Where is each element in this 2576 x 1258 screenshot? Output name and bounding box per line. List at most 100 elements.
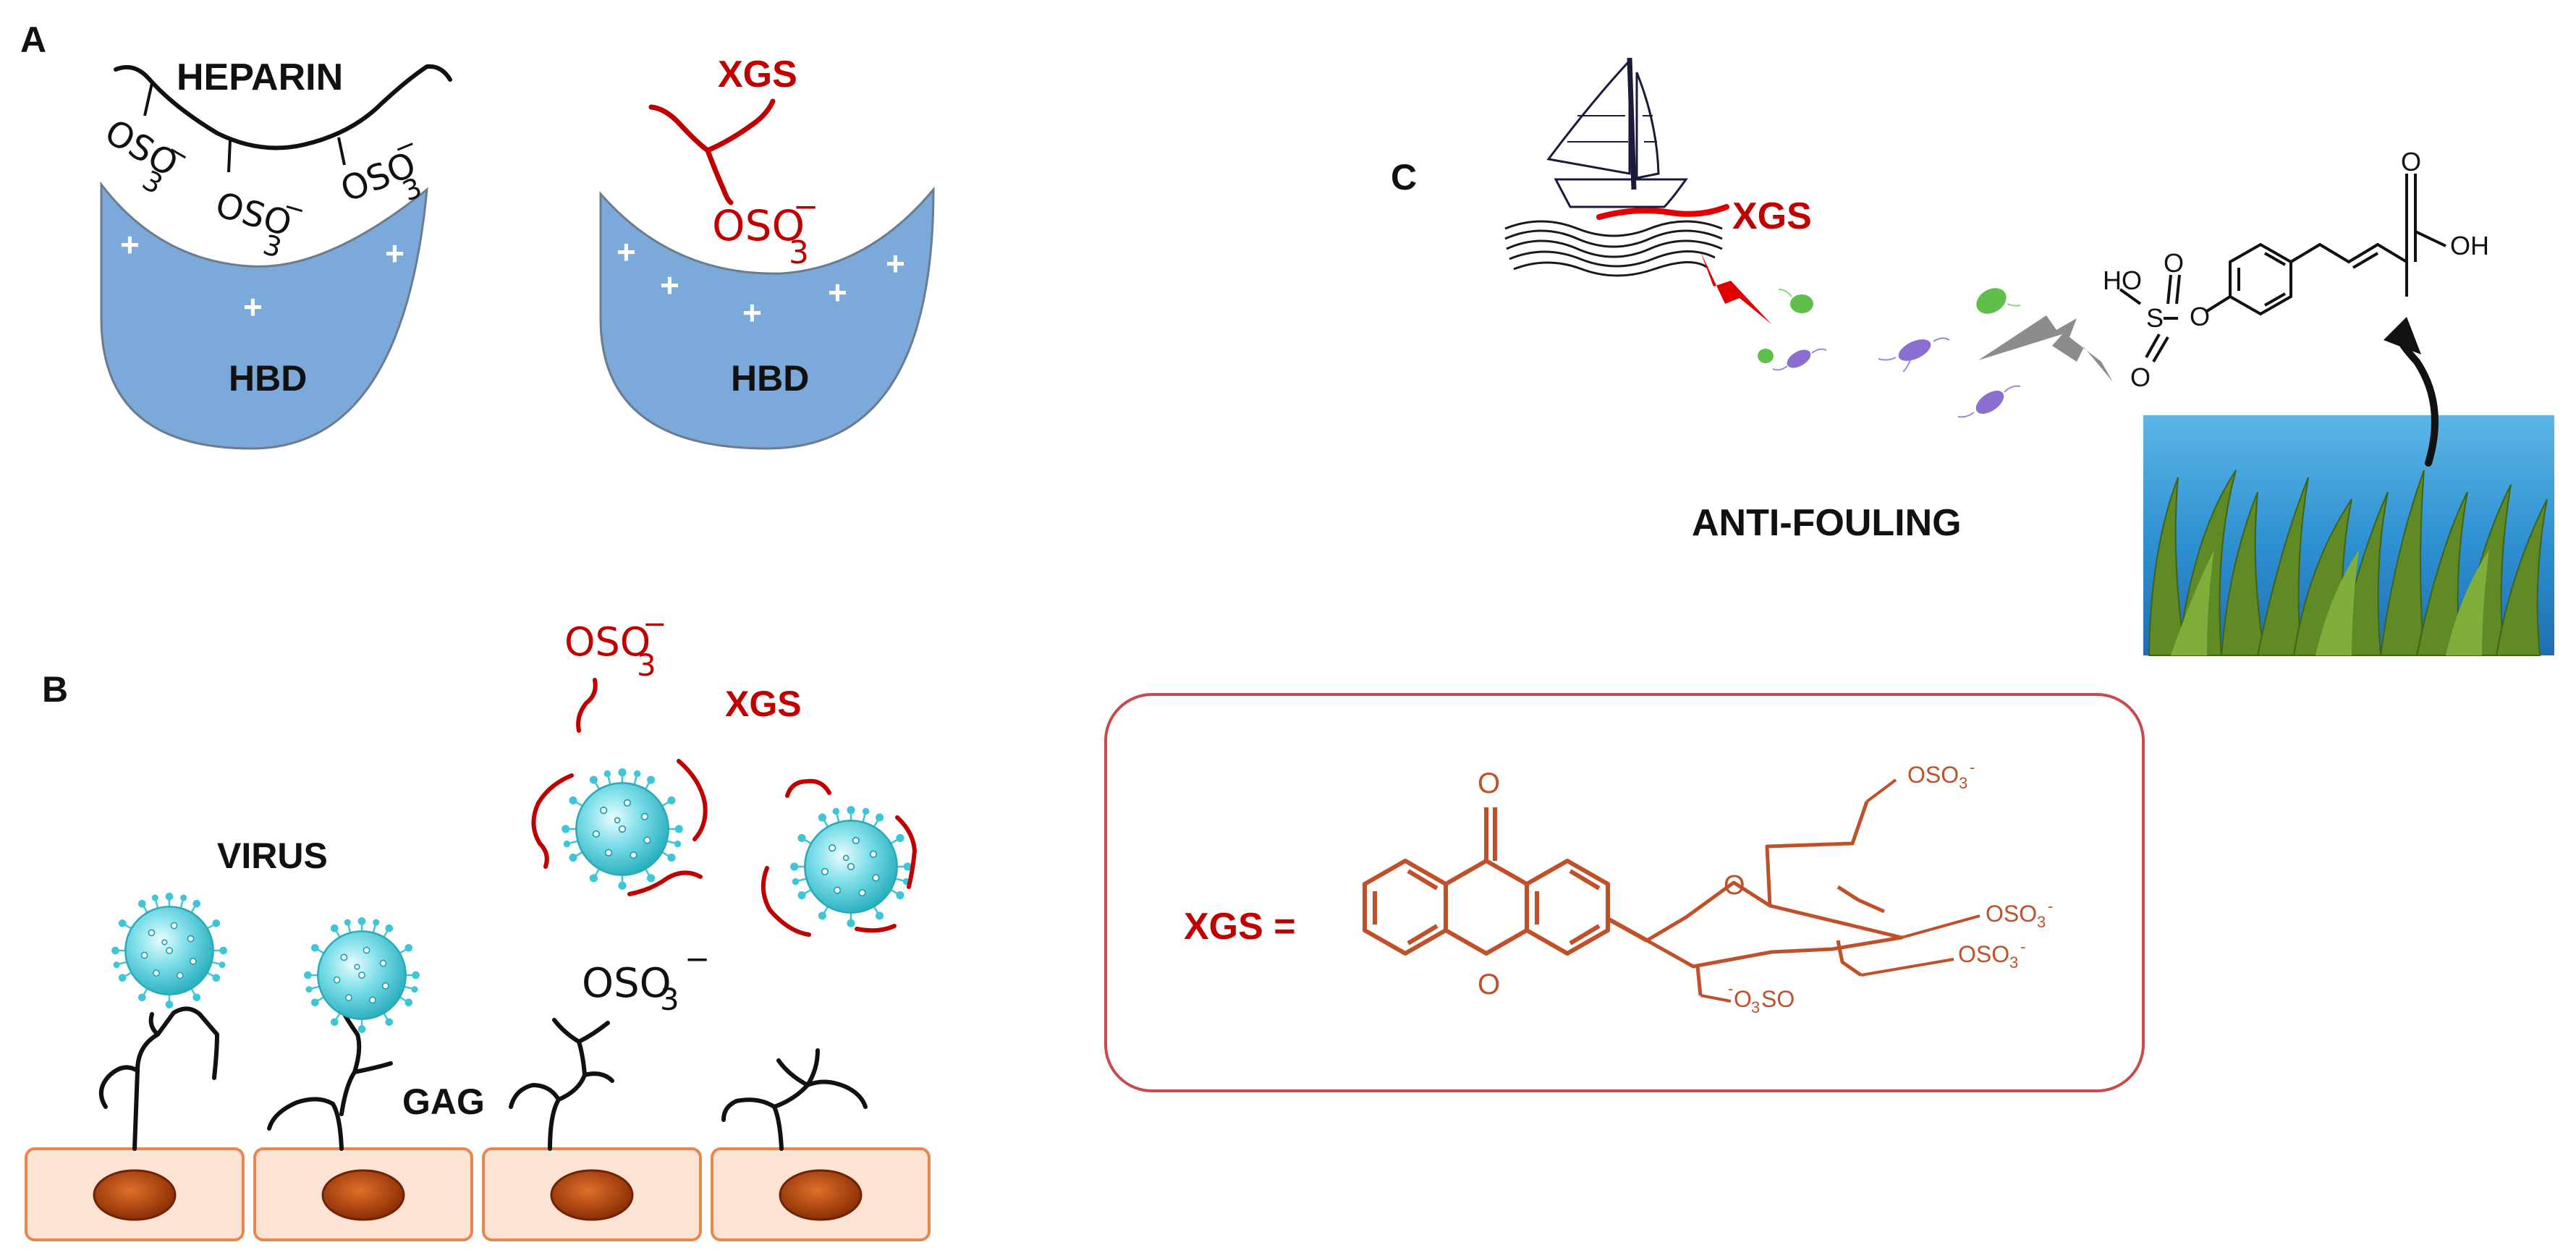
xgs-strands-b: [531, 678, 918, 937]
svg-text:O: O: [2401, 147, 2421, 177]
svg-text:−: −: [280, 191, 309, 226]
virus-4: [790, 806, 912, 927]
xgs-strand: [855, 924, 897, 933]
xgs-sulfate-b: OSO 3 −: [564, 608, 667, 683]
heparin-branch-2: [227, 140, 232, 173]
svg-text:OH: OH: [2450, 231, 2489, 260]
svg-text:3: 3: [637, 647, 656, 683]
bacteria-group: [1758, 288, 2021, 418]
plus-sign: +: [243, 288, 263, 326]
hbd-pocket-left: [100, 181, 428, 450]
svg-text:OSO: OSO: [564, 619, 651, 665]
heparin-title: HEPARIN: [177, 56, 343, 98]
gag-chain-4: [721, 1048, 868, 1151]
structure-labels: O O O OSO 3 - OSO 3 - OSO 3 - - O 3 SO: [1478, 758, 2053, 1016]
xgs-strand: [531, 773, 574, 869]
xgs-strand: [895, 815, 918, 889]
svg-text:3: 3: [789, 234, 809, 271]
svg-text:-: -: [2048, 897, 2053, 915]
plus-sign: +: [886, 245, 905, 282]
svg-text:O: O: [1724, 870, 1745, 901]
svg-text:OSO: OSO: [1958, 941, 2009, 967]
plus-sign: +: [385, 234, 404, 272]
plus-sign: +: [742, 294, 762, 331]
svg-text:O: O: [1478, 969, 1500, 1000]
sulfate-bonds: [1700, 778, 1980, 1003]
bacterium-purple: [1787, 349, 1811, 368]
xgs-strand: [785, 778, 831, 798]
xgs-strand-a: [648, 98, 776, 205]
waves: [1504, 220, 1723, 277]
svg-text:−: −: [793, 189, 818, 224]
plus-sign: +: [617, 233, 636, 271]
nucleus-4: [779, 1169, 863, 1221]
svg-text:O: O: [2130, 362, 2151, 392]
panel-a-letter: A: [20, 20, 46, 60]
boat-sail-lines: [1567, 115, 1657, 143]
molecule-labels: O OH HO S O O O: [2103, 147, 2489, 392]
cell-layer: [25, 1147, 931, 1241]
virus-1: [111, 893, 227, 1008]
svg-text:O: O: [2164, 248, 2184, 278]
bacterium-green: [1758, 349, 1774, 363]
plus-sign: +: [660, 266, 679, 304]
heparin-branch-3: [337, 137, 346, 166]
gag-chain-3: [509, 1018, 614, 1151]
heparin-strand: [114, 64, 452, 150]
bacterium-purple: [1898, 339, 1931, 361]
gag-chains: [99, 1006, 868, 1151]
virus-2: [304, 917, 420, 1033]
xgs-strand: [677, 759, 708, 841]
seagrass-image: [2143, 415, 2554, 656]
virus-3: [562, 768, 683, 890]
glycosidic-bond: [1606, 917, 1648, 943]
xanthone-core: [1363, 807, 1648, 956]
gag-label: GAG: [402, 1081, 485, 1122]
coumaric-sulfate-structure: [2119, 174, 2446, 363]
svg-text:−: −: [685, 941, 710, 977]
xgs-strand: [627, 870, 703, 896]
virus-label: VIRUS: [217, 836, 328, 876]
svg-text:OSO: OSO: [1907, 762, 1959, 788]
plus-sign: +: [120, 226, 140, 263]
xgs-sulfate-a: OSO 3 −: [712, 189, 818, 271]
hbd-label-left: HBD: [229, 358, 307, 399]
svg-text:3: 3: [2009, 953, 2018, 972]
panel-c-letter: C: [1391, 157, 1417, 197]
ketone: [1484, 807, 1497, 861]
boat-sail-right: [1635, 72, 1660, 179]
svg-text:-: -: [1970, 758, 1975, 776]
gag-sulfate: OSO 3 −: [582, 941, 710, 1017]
svg-text:3: 3: [1751, 998, 1760, 1016]
sailboat: [1546, 57, 1688, 208]
svg-text:O: O: [1734, 986, 1752, 1012]
ring-middle: [1444, 859, 1529, 956]
nucleus-2: [321, 1169, 405, 1221]
svg-text:3: 3: [1959, 774, 1967, 792]
hbd-pocket-right: [599, 186, 935, 450]
boat-hull: [1554, 178, 1688, 208]
svg-text:3: 3: [398, 171, 426, 208]
xgs-strand: [760, 866, 811, 937]
svg-text:-: -: [1728, 979, 1733, 998]
xgs-label-c: XGS: [1732, 195, 1812, 237]
svg-text:3: 3: [660, 982, 679, 1017]
svg-text:O: O: [1478, 768, 1500, 799]
heparin-branch-1: [143, 82, 153, 116]
boat-sail-left: [1546, 58, 1631, 175]
svg-text:O: O: [2190, 302, 2210, 331]
bacterium-purple: [1975, 391, 2004, 414]
bacterium-green: [1976, 288, 2007, 314]
panel-b-letter: B: [42, 669, 68, 710]
xgs-title-a: XGS: [718, 54, 797, 95]
svg-text:−: −: [643, 608, 667, 641]
carbonyl: [2405, 174, 2417, 262]
svg-text:SO: SO: [1761, 986, 1795, 1012]
heparin-sulfate-2: OSO 3 −: [211, 184, 309, 264]
svg-text:-: -: [2020, 938, 2025, 956]
gag-chain-1: [99, 1006, 219, 1151]
curved-arrow-head: [2384, 317, 2421, 354]
anti-fouling-label: ANTI-FOULING: [1692, 502, 1962, 544]
hbd-label-right: HBD: [731, 358, 809, 399]
